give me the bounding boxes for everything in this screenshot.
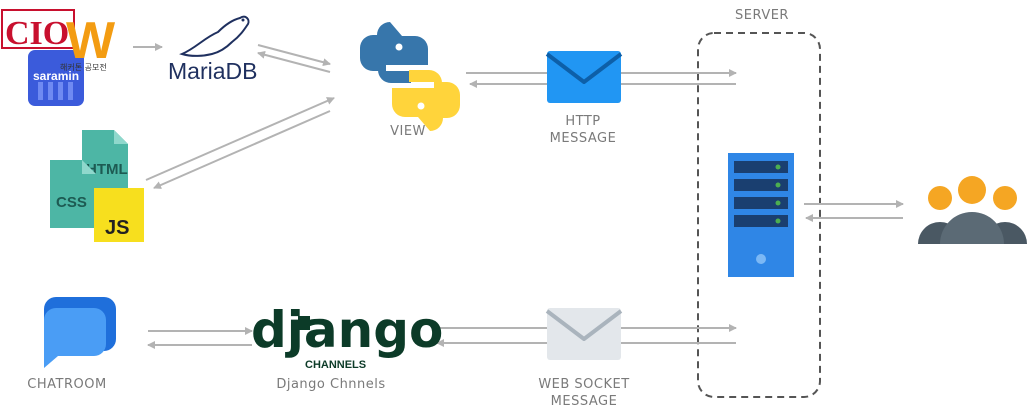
cio-text: CIO (5, 15, 69, 52)
web-files-icon: HTML CSS JS (50, 130, 144, 242)
users-icon (918, 176, 1027, 244)
server-label: SERVER (735, 8, 789, 23)
arrow-mariadb-to-view (257, 44, 331, 67)
websocket-envelope-icon (545, 308, 623, 360)
arrow-webfiles-to-view (145, 97, 335, 181)
server-boundary (697, 32, 821, 398)
css-label: CSS (56, 194, 87, 211)
cio-logo (1, 9, 75, 49)
html-label: HTML (86, 161, 128, 178)
django-channels-logo: django CHANNELS (251, 301, 443, 371)
websocket-label-line2: MESSAGE (550, 394, 618, 409)
django-text: django (251, 301, 443, 359)
python-icon (360, 22, 460, 131)
arrow-view-to-mariadb (257, 50, 331, 73)
http-message-label: HTTP MESSAGE (530, 113, 636, 147)
arrow-view-to-webfiles (153, 110, 331, 189)
w-logo: W (66, 12, 116, 70)
contest-text: 해커톤 공모전 (60, 62, 107, 72)
view-label: VIEW (390, 124, 426, 139)
css-file-icon (50, 160, 96, 228)
seal-icon (179, 15, 250, 57)
http-label-line2: MESSAGE (549, 131, 617, 146)
mariadb-logo: MariaDB (168, 15, 257, 84)
saramin-text: saramin (33, 69, 79, 83)
chat-icon (44, 297, 116, 368)
server-icon (728, 153, 794, 277)
js-label: JS (105, 217, 129, 239)
chatroom-label: CHATROOM (27, 377, 107, 392)
mariadb-text: MariaDB (168, 58, 257, 84)
websocket-message-label: WEB SOCKET MESSAGE (522, 376, 646, 410)
data-sources: saramin CIO W 해커톤 공모전 (1, 9, 116, 106)
websocket-label-line1: WEB SOCKET (538, 377, 630, 392)
django-channels-label: Django Chnnels (276, 377, 386, 392)
js-file-icon (94, 188, 144, 242)
http-envelope-icon (545, 51, 623, 103)
plug-icon (298, 316, 310, 330)
http-label-line1: HTTP (565, 114, 601, 129)
channels-text: CHANNELS (305, 359, 366, 371)
